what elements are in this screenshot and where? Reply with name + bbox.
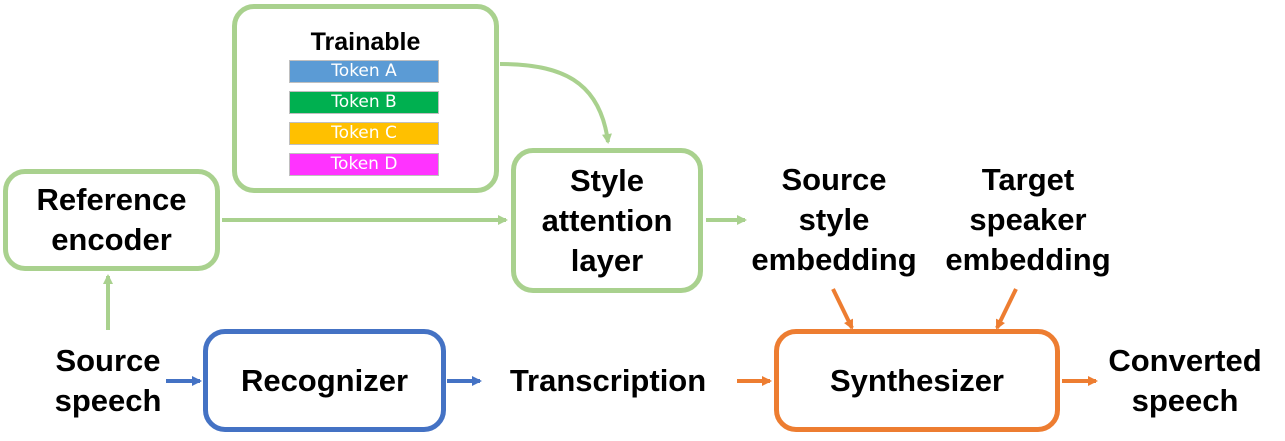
converted-speech-line1: Converted [1108, 343, 1262, 378]
token-chip: Token B [289, 91, 439, 114]
converted-speech-line2: speech [1131, 383, 1239, 418]
trainable-title: Trainable [310, 28, 421, 56]
reference-encoder-line2: encoder [51, 222, 172, 257]
reference-encoder-line1: Reference [36, 182, 187, 217]
target-speaker-embedding-line2: speaker [969, 202, 1087, 237]
token-chip: Token A [289, 60, 439, 83]
synthesizer-label: Synthesizer [829, 362, 1004, 398]
source-speech-label: Source speech [48, 341, 168, 421]
source-speech-line2: speech [54, 383, 162, 418]
style-attention-line2: attention [541, 202, 673, 238]
reference-encoder-box: Reference encoder [3, 169, 220, 271]
token-chip: Token C [289, 122, 439, 145]
target-speaker-embedding-line3: embedding [945, 242, 1111, 277]
converted-speech-label: Converted speech [1097, 341, 1273, 421]
transcription-label: Transcription [509, 363, 707, 398]
style-attention-box: Style attention layer [511, 148, 703, 293]
style-attention-line1: Style [569, 162, 645, 198]
source-style-embedding-line1: Source [781, 162, 887, 197]
style-attention-line3: layer [570, 242, 644, 278]
source-style-embedding-line3: embedding [751, 242, 917, 277]
target-speaker-embedding-label: Target speaker embedding [940, 160, 1116, 280]
source-style-embedding-line2: style [798, 202, 870, 237]
synthesizer-box: Synthesizer [774, 329, 1060, 432]
arrow-trainable-to-style-attention [499, 62, 612, 144]
recognizer-box: Recognizer [203, 329, 446, 432]
arrow-style-embedding-to-synthesizer [831, 288, 854, 330]
source-style-embedding-label: Source style embedding [746, 160, 922, 280]
target-speaker-embedding-line1: Target [981, 162, 1075, 197]
token-chip: Token D [289, 153, 439, 176]
arrow-speaker-embedding-to-synthesizer [995, 288, 1018, 330]
source-speech-line1: Source [55, 343, 161, 378]
recognizer-label: Recognizer [240, 362, 409, 398]
